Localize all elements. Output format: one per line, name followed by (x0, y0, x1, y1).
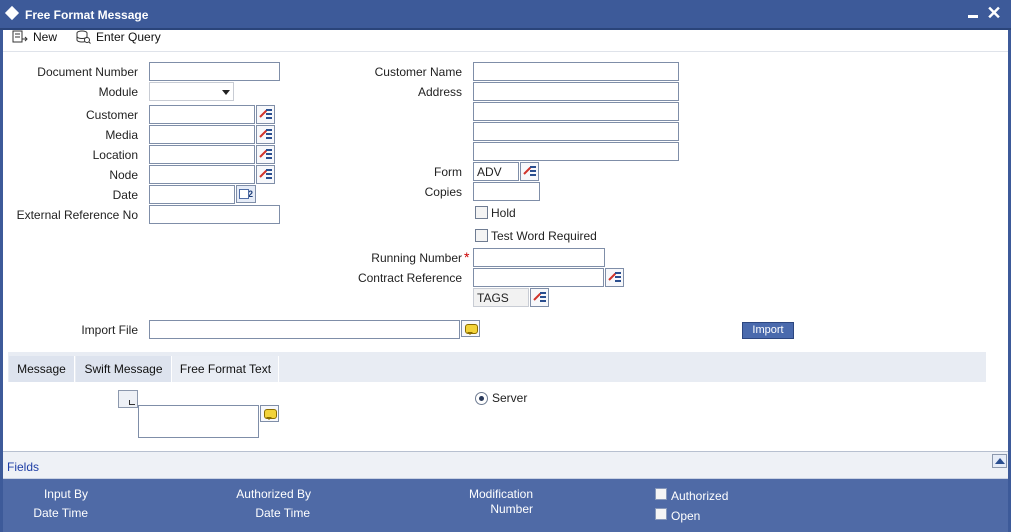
server-label: Server (492, 391, 528, 405)
enter-query-label: Enter Query (96, 30, 161, 44)
open-label: Open (671, 509, 701, 523)
image-placeholder-icon (118, 390, 138, 408)
window-frame-right (1008, 30, 1011, 532)
tags-lov-icon[interactable] (530, 288, 549, 307)
tab-free-format-text[interactable]: Free Format Text (173, 356, 279, 382)
address-line-3-input[interactable] (473, 122, 679, 141)
modification-number-label: Number (490, 502, 533, 516)
address-line-4-input[interactable] (473, 142, 679, 161)
tab-message[interactable]: Message (9, 356, 75, 382)
calendar-icon[interactable]: 2 (236, 185, 256, 203)
address-line-1-input[interactable] (473, 82, 679, 101)
tags-field[interactable] (473, 288, 529, 307)
message-note-icon[interactable] (260, 405, 279, 422)
new-button[interactable]: New (12, 28, 57, 46)
form-input[interactable] (473, 162, 519, 181)
customer-label: Customer (85, 108, 138, 122)
node-lov-icon[interactable] (256, 165, 275, 184)
test-word-label: Test Word Required (491, 229, 597, 243)
customer-lov-icon[interactable] (256, 105, 275, 124)
address-line-2-input[interactable] (473, 102, 679, 121)
close-icon[interactable]: ✕ (986, 3, 1002, 23)
server-radio[interactable] (475, 392, 488, 405)
customer-name-input[interactable] (473, 62, 679, 81)
new-label: New (33, 30, 58, 44)
contract-reference-input[interactable] (473, 268, 604, 287)
enter-query-button[interactable]: Enter Query (75, 28, 161, 46)
fields-link[interactable]: Fields (7, 460, 40, 474)
message-textarea[interactable] (138, 405, 259, 438)
collapse-up-icon[interactable] (992, 454, 1007, 468)
media-label: Media (105, 128, 138, 142)
copies-label: Copies (424, 185, 462, 199)
authorized-by-label: Authorized By (236, 487, 311, 501)
authorized-datetime-label: Date Time (255, 506, 310, 520)
contract-reference-label: Contract Reference (357, 271, 462, 285)
test-word-checkbox[interactable] (475, 229, 488, 242)
browse-note-icon[interactable] (461, 320, 480, 337)
minimize-icon[interactable] (966, 4, 980, 24)
external-reference-label: External Reference No (16, 208, 138, 222)
external-reference-input[interactable] (149, 205, 280, 224)
document-number-input[interactable] (149, 62, 280, 81)
module-select[interactable] (149, 82, 234, 101)
modification-label: Modification (468, 487, 533, 501)
chevron-down-icon (222, 90, 230, 95)
form-label: Form (434, 165, 462, 179)
media-lov-icon[interactable] (256, 125, 275, 144)
query-icon (75, 30, 91, 44)
node-label: Node (109, 168, 138, 182)
customer-name-label: Customer Name (374, 65, 462, 79)
fields-bar (3, 452, 1008, 478)
copies-input[interactable] (473, 182, 540, 201)
running-number-input[interactable] (473, 248, 605, 267)
location-lov-icon[interactable] (256, 145, 275, 164)
hold-checkbox[interactable] (475, 206, 488, 219)
authorized-checkbox[interactable] (655, 488, 667, 500)
contract-reference-lov-icon[interactable] (605, 268, 624, 287)
node-input[interactable] (149, 165, 255, 184)
module-label: Module (98, 85, 138, 99)
media-input[interactable] (149, 125, 255, 144)
running-number-label: Running Number (371, 251, 462, 265)
title-bar (0, 0, 1011, 30)
new-document-icon (12, 30, 28, 44)
input-datetime-label: Date Time (33, 506, 88, 520)
document-number-label: Document Number (37, 65, 138, 79)
toolbar-divider (3, 51, 1008, 52)
date-input[interactable] (149, 185, 235, 204)
location-label: Location (92, 148, 138, 162)
open-checkbox[interactable] (655, 508, 667, 520)
window-title: Free Format Message (25, 8, 149, 22)
date-label: Date (112, 188, 138, 202)
import-button[interactable]: Import (742, 322, 794, 339)
hold-label: Hold (491, 206, 516, 220)
authorized-label: Authorized (671, 489, 729, 503)
address-label: Address (417, 85, 462, 99)
location-input[interactable] (149, 145, 255, 164)
window-frame-left (0, 30, 3, 532)
required-marker: * (464, 249, 470, 265)
audit-footer (3, 478, 1008, 532)
form-lov-icon[interactable] (520, 162, 539, 181)
input-by-label: Input By (43, 487, 88, 501)
tab-swift-message[interactable]: Swift Message (76, 356, 172, 382)
fields-divider (3, 451, 1008, 452)
import-file-label: Import File (81, 323, 138, 337)
customer-input[interactable] (149, 105, 255, 124)
import-file-input[interactable] (149, 320, 460, 339)
